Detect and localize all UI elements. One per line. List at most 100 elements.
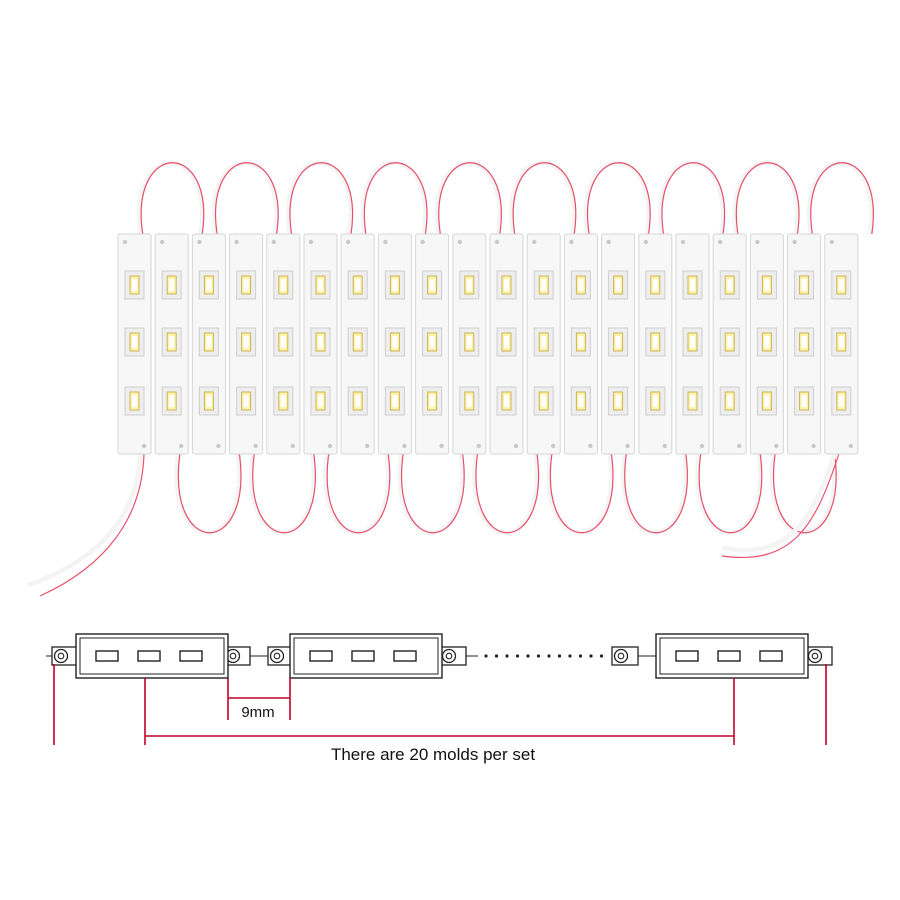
led-emitter <box>504 336 509 348</box>
led-emitter <box>355 336 361 348</box>
mount-hole <box>141 443 147 449</box>
top-wire-red <box>363 162 428 235</box>
led-emitter <box>801 395 807 407</box>
led-emitter <box>466 279 472 291</box>
led-emitter <box>541 279 547 291</box>
led-emitter <box>504 279 509 291</box>
led-emitter <box>169 395 175 407</box>
led-emitter <box>764 395 770 407</box>
continuation-dot <box>484 654 488 658</box>
led-emitter <box>206 395 212 407</box>
led-module <box>712 233 747 455</box>
led-emitter <box>206 336 212 348</box>
mount-hole <box>848 443 853 449</box>
gap-dimension-label: 9mm <box>241 704 274 721</box>
bottom-wire-red <box>177 453 242 534</box>
led-module <box>824 233 859 455</box>
top-wire-red <box>140 162 205 235</box>
bottom-wire-red <box>252 453 316 534</box>
bottom-wire-red <box>326 453 391 534</box>
led-slot <box>393 650 417 662</box>
continuation-dot <box>547 654 551 658</box>
right-lead-wire <box>721 453 837 553</box>
led-emitter <box>243 395 249 407</box>
led-emitter <box>615 395 621 407</box>
wire-group <box>27 160 874 597</box>
led-emitter <box>652 395 658 407</box>
mount-hole <box>308 239 314 245</box>
mount-hole <box>271 239 276 245</box>
connector-hole <box>811 652 819 660</box>
continuation-dot <box>578 654 583 658</box>
connector-hole <box>57 652 65 660</box>
led-emitter <box>690 395 695 407</box>
led-emitter <box>132 395 137 407</box>
mount-hole <box>122 239 128 245</box>
right-lead-red <box>721 453 840 558</box>
led-emitter <box>652 336 658 348</box>
mount-hole <box>829 239 834 245</box>
top-wire-red <box>661 162 726 235</box>
led-emitter <box>838 395 844 407</box>
diagram-shapes <box>46 633 833 745</box>
led-emitter <box>801 336 807 348</box>
top-wire-red <box>735 162 800 235</box>
diagram-module-second <box>289 633 443 679</box>
led-emitter <box>318 279 323 291</box>
led-module <box>787 233 822 455</box>
led-slot <box>309 650 333 662</box>
led-emitter <box>466 336 472 348</box>
led-emitter <box>652 279 658 291</box>
bottom-wire-red <box>475 453 540 534</box>
mount-hole <box>755 239 760 245</box>
mount-hole <box>551 443 556 449</box>
module-inner-outline <box>79 637 225 675</box>
mount-hole <box>494 239 500 245</box>
mount-hole <box>513 443 519 449</box>
mount-hole <box>588 443 593 449</box>
top-wire-red <box>512 162 577 235</box>
continuation-dot <box>536 654 541 658</box>
mount-hole <box>662 443 667 449</box>
mount-hole <box>383 239 388 245</box>
led-module <box>266 233 301 455</box>
led-emitter <box>764 336 770 348</box>
led-emitter <box>838 336 844 348</box>
module-inner-outline <box>659 637 805 675</box>
set-count-caption: There are 20 molds per set <box>331 745 535 764</box>
led-emitter <box>243 336 249 348</box>
top-wire-red <box>215 162 279 235</box>
mount-hole <box>476 443 481 449</box>
continuation-dot <box>599 654 604 658</box>
led-slot <box>759 650 783 662</box>
mount-hole <box>774 443 779 449</box>
mount-hole <box>625 443 630 449</box>
mount-hole <box>179 443 184 449</box>
mount-hole <box>606 239 611 245</box>
led-module <box>749 233 784 455</box>
mount-hole <box>569 239 574 245</box>
mount-hole <box>737 443 742 449</box>
led-emitter <box>764 279 770 291</box>
mount-hole <box>439 443 444 449</box>
led-emitter <box>132 279 137 291</box>
connector-hole <box>229 652 237 660</box>
led-emitter <box>392 336 398 348</box>
top-wire-red <box>438 162 502 235</box>
led-emitter <box>169 279 175 291</box>
led-emitter <box>429 279 435 291</box>
led-module <box>489 233 524 455</box>
led-module <box>563 233 598 455</box>
led-module <box>229 233 264 455</box>
led-module <box>117 233 152 455</box>
led-module <box>303 233 338 455</box>
mount-hole <box>216 443 221 449</box>
led-emitter <box>132 336 137 348</box>
mount-hole <box>718 239 723 245</box>
bottom-wire-red <box>401 453 465 534</box>
led-emitter <box>727 395 733 407</box>
module-group <box>117 233 859 455</box>
led-emitter <box>466 395 472 407</box>
